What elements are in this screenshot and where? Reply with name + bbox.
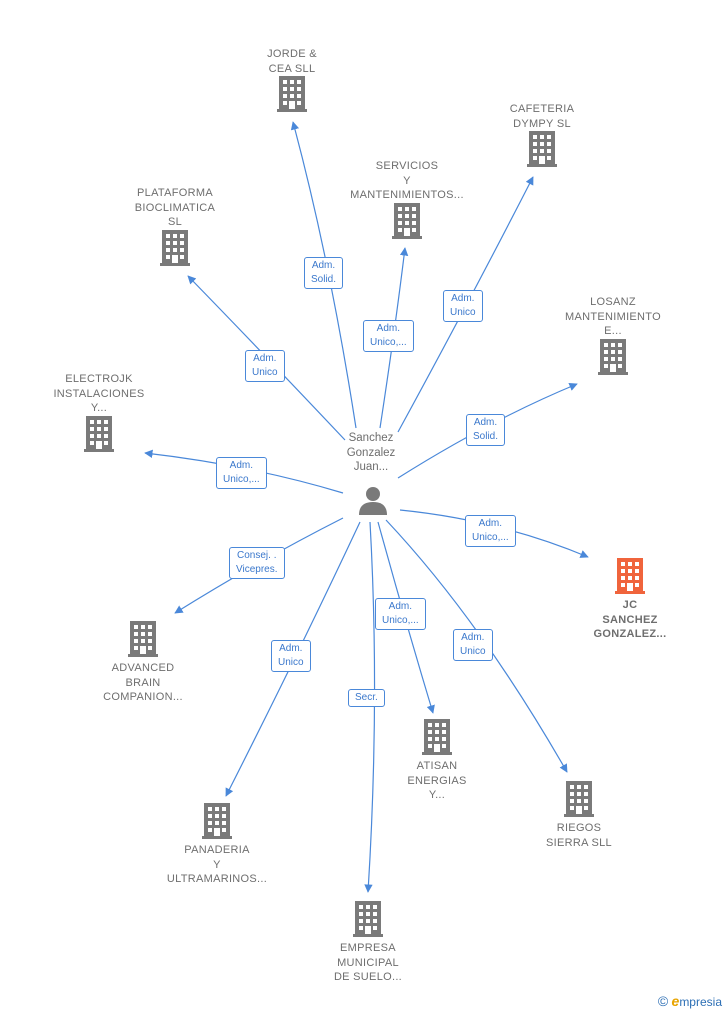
person-name: Sanchez Gonzalez Juan... — [346, 432, 396, 473]
company-jorde[interactable]: JORDE & CEA SLL — [217, 47, 367, 112]
company-empresa[interactable]: EMPRESA MUNICIPAL DE SUELO... — [293, 901, 443, 985]
edge-empresa — [364, 521, 376, 893]
company-label: LOSANZ MANTENIMIENTO E... — [565, 296, 661, 337]
person-icon[interactable] — [358, 485, 388, 515]
role-badge-panaderia[interactable]: Adm. Unico — [271, 640, 311, 672]
company-cafeteria[interactable]: CAFETERIA DYMPY SL — [467, 102, 617, 167]
building-icon — [84, 415, 114, 452]
role-badge-plataforma[interactable]: Adm. Unico — [245, 350, 285, 382]
brand-logo-e: e — [671, 993, 680, 1009]
building-icon — [128, 621, 158, 657]
building-icon — [202, 803, 232, 839]
building-icon — [422, 719, 452, 755]
building-icon — [564, 781, 594, 817]
company-label: CAFETERIA DYMPY SL — [509, 103, 575, 130]
building-icon — [353, 901, 383, 937]
building-icon — [277, 76, 307, 112]
brand-name: mpresia — [679, 995, 722, 1009]
company-label: EMPRESA MUNICIPAL DE SUELO... — [333, 942, 403, 983]
role-badge-losanz[interactable]: Adm. Solid. — [466, 414, 506, 446]
company-servicios[interactable]: SERVICIOS Y MANTENIMIENTOS... — [332, 159, 482, 239]
company-label: ATISAN ENERGIAS Y... — [407, 760, 467, 801]
role-badge-riegos[interactable]: Adm. Unico — [453, 629, 493, 661]
company-label: PANADERIA Y ULTRAMARINOS... — [166, 844, 268, 885]
role-badge-jc[interactable]: Adm. Unico,... — [465, 515, 516, 547]
company-electrojk[interactable]: ELECTROJK INSTALACIONES Y... — [24, 372, 174, 452]
role-badge-jorde[interactable]: Adm. Solid. — [304, 257, 344, 289]
company-label: PLATAFORMA BIOCLIMATICA SL — [134, 187, 216, 228]
role-badge-atisan[interactable]: Adm. Unico,... — [375, 598, 426, 630]
company-jc[interactable]: JC SANCHEZ GONZALEZ... — [555, 558, 705, 642]
company-label: JC SANCHEZ GONZALEZ... — [593, 599, 667, 640]
role-badge-advanced[interactable]: Consej. . Vicepres. — [229, 547, 285, 579]
company-label: SERVICIOS Y MANTENIMIENTOS... — [350, 160, 464, 201]
company-atisan[interactable]: ATISAN ENERGIAS Y... — [362, 719, 512, 803]
company-label: ELECTROJK INSTALACIONES Y... — [53, 373, 145, 414]
company-advanced[interactable]: ADVANCED BRAIN COMPANION... — [68, 621, 218, 705]
role-badge-electrojk[interactable]: Adm. Unico,... — [216, 457, 267, 489]
building-icon — [392, 202, 422, 239]
building-icon — [527, 131, 557, 167]
role-badge-cafeteria[interactable]: Adm. Unico — [443, 290, 483, 322]
company-label: RIEGOS SIERRA SLL — [546, 822, 612, 849]
building-icon — [615, 558, 645, 594]
company-losanz[interactable]: LOSANZ MANTENIMIENTO E... — [538, 295, 688, 375]
company-label: JORDE & CEA SLL — [267, 48, 317, 75]
role-badge-empresa[interactable]: Secr. — [348, 689, 385, 707]
company-plataforma[interactable]: PLATAFORMA BIOCLIMATICA SL — [100, 186, 250, 266]
building-icon — [598, 338, 628, 375]
company-panaderia[interactable]: PANADERIA Y ULTRAMARINOS... — [142, 803, 292, 887]
role-badge-servicios[interactable]: Adm. Unico,... — [363, 320, 414, 352]
company-riegos[interactable]: RIEGOS SIERRA SLL — [504, 781, 654, 850]
brand-footer: © empresia — [658, 993, 722, 1009]
copyright-symbol: © — [657, 993, 669, 1009]
company-label: ADVANCED BRAIN COMPANION... — [103, 662, 183, 703]
building-icon — [160, 229, 190, 266]
